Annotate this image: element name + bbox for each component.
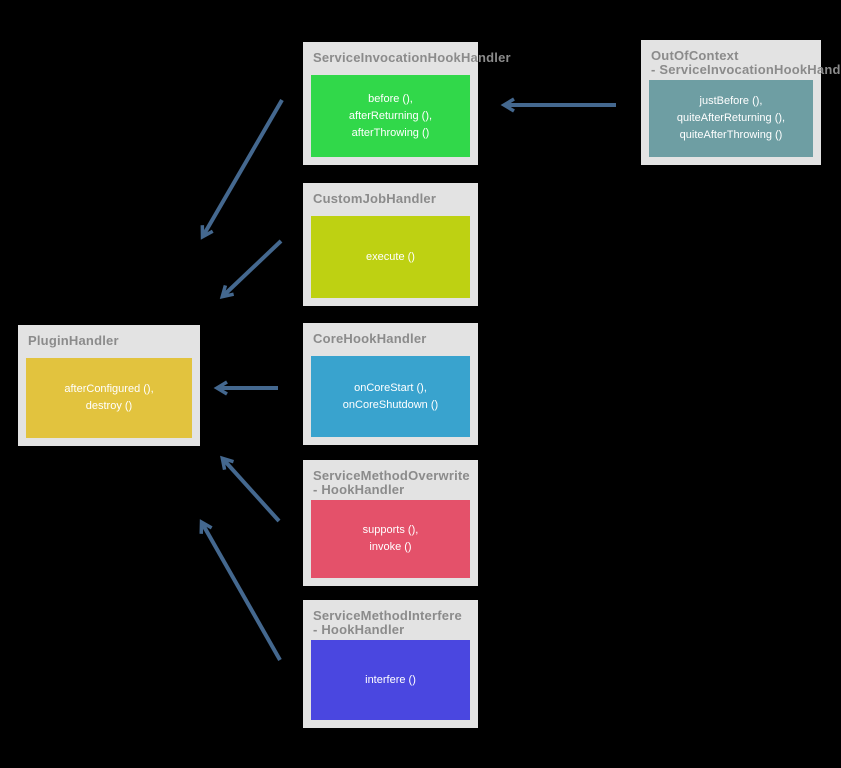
method-line: afterConfigured (), bbox=[64, 383, 154, 395]
node-methods-custom-job-handler: execute () bbox=[311, 216, 470, 298]
node-title-line: ServiceMethodOverwrite bbox=[313, 468, 470, 483]
method-line: onCoreStart (), bbox=[354, 381, 427, 394]
node-methods-core-hook-handler: onCoreStart (), onCoreShutdown () bbox=[311, 356, 470, 437]
node-service-method-interfere: ServiceMethodInterfere- HookHandler inter… bbox=[303, 600, 478, 728]
node-methods-out-of-context: justBefore (), quiteAfterReturning (), qui… bbox=[649, 80, 813, 157]
method-line: interfere () bbox=[365, 673, 416, 686]
method-line: supports (), bbox=[362, 524, 419, 536]
node-title-plugin-handler: PluginHandler bbox=[28, 334, 192, 348]
node-title-line: OutOfContext bbox=[651, 48, 739, 63]
node-methods-service-invocation-hook-handler: before (), afterReturning (), afterThrowin… bbox=[311, 75, 470, 157]
node-title-custom-job-handler: CustomJobHandler bbox=[313, 192, 470, 206]
node-title-line: CustomJobHandler bbox=[313, 191, 437, 206]
node-title-service-method-overwrite: ServiceMethodOverwrite- HookHandler bbox=[313, 469, 470, 497]
node-methods-plugin-handler: afterConfigured (), destroy () bbox=[26, 358, 192, 438]
node-title-core-hook-handler: CoreHookHandler bbox=[313, 332, 470, 346]
method-line: destroy () bbox=[85, 400, 133, 412]
node-title-line: ServiceInvocationHookHandler bbox=[313, 50, 511, 65]
node-methods-service-method-interfere: interfere () bbox=[311, 640, 470, 720]
node-title-line: - ServiceInvocationHookHandler bbox=[651, 62, 841, 77]
node-title-out-of-context: OutOfContext- ServiceInvocationHookHandl… bbox=[651, 48, 841, 77]
node-title-line: PluginHandler bbox=[28, 333, 119, 348]
method-line: afterThrowing () bbox=[351, 126, 430, 139]
node-service-invocation-hook-handler: ServiceInvocationHookHandler before (), af… bbox=[303, 42, 511, 165]
node-title-line: - HookHandler bbox=[313, 482, 405, 497]
node-title-service-invocation-hook-handler: ServiceInvocationHookHandler bbox=[313, 50, 511, 65]
node-title-line: - HookHandler bbox=[313, 622, 405, 637]
arrow-service-method-overwrite-to-plugin-handler bbox=[220, 455, 281, 523]
method-line: afterReturning (), bbox=[348, 109, 433, 122]
node-out-of-context: OutOfContext- ServiceInvocationHookHandl… bbox=[641, 40, 841, 165]
node-service-method-overwrite: ServiceMethodOverwrite- HookHandler suppo… bbox=[303, 460, 478, 586]
method-line: justBefore (), bbox=[699, 95, 763, 107]
arrow-service-invocation-hook-handler-to-plugin-handler bbox=[200, 98, 284, 240]
method-line: onCoreShutdown () bbox=[342, 398, 439, 411]
method-line: execute () bbox=[366, 250, 415, 263]
method-line: before (), bbox=[368, 92, 413, 105]
node-plugin-handler: PluginHandler afterConfigured (), destroy … bbox=[18, 325, 200, 446]
method-line: quiteAfterReturning (), bbox=[676, 112, 786, 124]
node-title-line: ServiceMethodInterfere bbox=[313, 608, 462, 623]
node-custom-job-handler: CustomJobHandler execute () bbox=[303, 183, 478, 306]
method-line: invoke () bbox=[369, 541, 412, 553]
node-title-line: CoreHookHandler bbox=[313, 331, 427, 346]
node-title-service-method-interfere: ServiceMethodInterfere- HookHandler bbox=[313, 609, 470, 637]
method-line: quiteAfterThrowing () bbox=[679, 129, 783, 141]
node-methods-service-method-overwrite: supports (), invoke () bbox=[311, 500, 470, 578]
arrow-custom-job-handler-to-plugin-handler bbox=[219, 239, 283, 300]
arrow-service-method-interfere-to-plugin-handler bbox=[199, 519, 282, 661]
node-core-hook-handler: CoreHookHandler onCoreStart (), onCoreShut… bbox=[303, 323, 478, 445]
